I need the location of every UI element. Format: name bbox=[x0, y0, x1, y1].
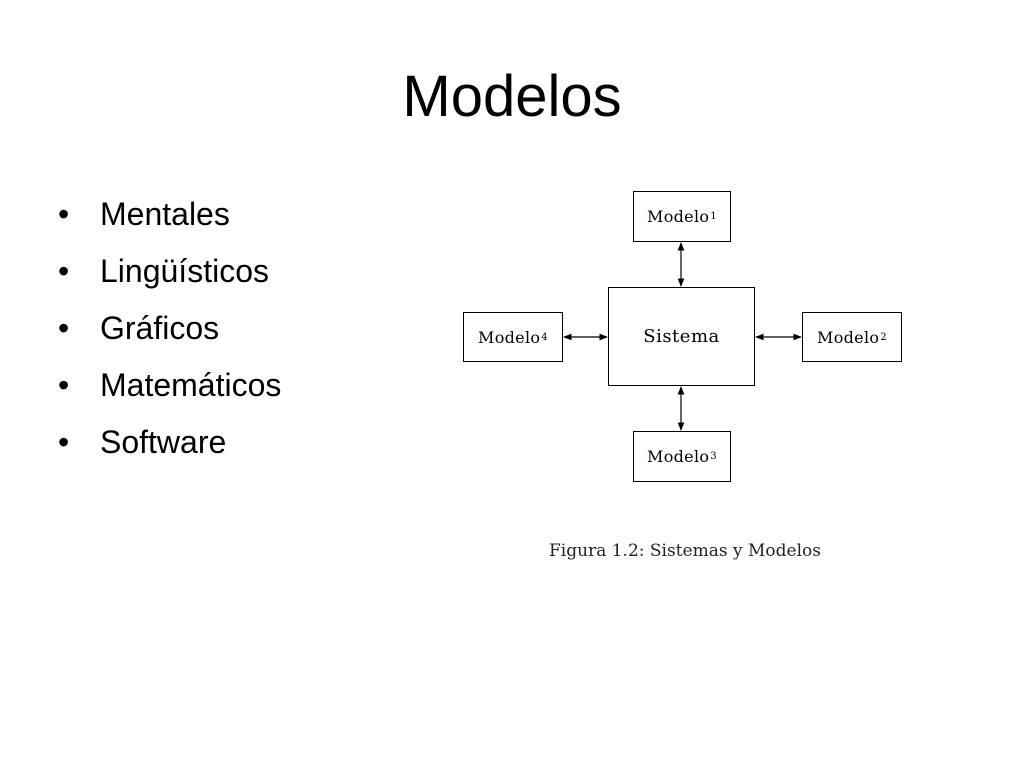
bullet-dot: • bbox=[58, 367, 70, 403]
bullet-dot: • bbox=[58, 424, 70, 460]
bullet-dot: • bbox=[58, 196, 70, 232]
slide-title: Modelos bbox=[402, 64, 622, 129]
bullet-item: • Mentales bbox=[58, 186, 281, 243]
bullet-text: Matemáticos bbox=[100, 367, 282, 403]
bullet-item: • Software bbox=[58, 414, 281, 471]
node-label: Sistema bbox=[643, 326, 720, 347]
node-sistema: Sistema bbox=[608, 287, 755, 386]
bullet-item: • Gráficos bbox=[58, 300, 281, 357]
node-subscript: 4 bbox=[541, 331, 548, 343]
node-label: Modelo bbox=[817, 327, 880, 347]
bullet-dot: • bbox=[58, 253, 70, 289]
figure-caption: Figura 1.2: Sistemas y Modelos bbox=[549, 541, 821, 561]
bullet-text: Lingüísticos bbox=[100, 253, 269, 289]
node-label: Modelo bbox=[647, 207, 710, 226]
node-label: Modelo bbox=[478, 327, 541, 347]
bullet-text: Gráficos bbox=[100, 310, 220, 346]
node-subscript: 2 bbox=[880, 331, 887, 343]
bullet-item: • Lingüísticos bbox=[58, 243, 281, 300]
bullet-text: Mentales bbox=[100, 196, 230, 232]
node-subscript: 1 bbox=[710, 211, 717, 222]
bullet-text: Software bbox=[100, 424, 227, 460]
node-label: Modelo bbox=[647, 447, 710, 466]
bullet-item: • Matemáticos bbox=[58, 357, 281, 414]
diagram-connectors bbox=[563, 242, 802, 431]
bullet-dot: • bbox=[58, 310, 70, 346]
bullet-list: • Mentales • Lingüísticos • Gráficos • Matem… bbox=[58, 186, 281, 471]
node-subscript: 3 bbox=[710, 451, 717, 462]
